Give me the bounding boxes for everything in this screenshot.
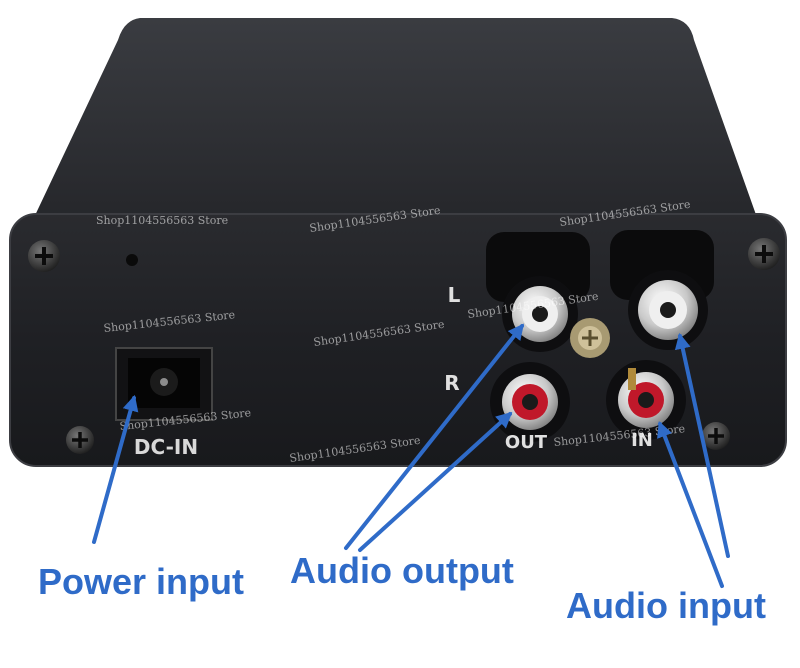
power-arrow [92, 394, 139, 544]
dc-in-label: DC-IN [134, 435, 198, 459]
ground-screw-icon [570, 318, 610, 358]
audio-output-arrow [358, 411, 513, 552]
right-channel-label: R [444, 371, 459, 395]
in-label: IN [631, 430, 653, 451]
corner-screw-icon [702, 422, 730, 450]
rca-in-right [606, 360, 686, 440]
rca-in-left [610, 230, 714, 350]
corner-screw-icon [28, 240, 60, 272]
watermark: Shop1104556563 Store [96, 214, 228, 227]
out-label: OUT [505, 432, 548, 453]
indicator-hole [126, 254, 138, 266]
audio-input-arrow [674, 332, 730, 558]
corner-screw-icon [748, 238, 780, 270]
chassis-top [30, 18, 760, 226]
corner-screw-icon [66, 426, 94, 454]
audio-output-arrow [344, 323, 524, 550]
audio-output-label: Audio output [290, 550, 514, 591]
left-channel-label: L [448, 283, 461, 307]
rca-out-right [490, 362, 570, 442]
dc-jack [115, 347, 213, 421]
audio-input-arrow [657, 421, 724, 588]
power-input-label: Power input [38, 561, 244, 602]
audio-input-label: Audio input [566, 585, 766, 626]
